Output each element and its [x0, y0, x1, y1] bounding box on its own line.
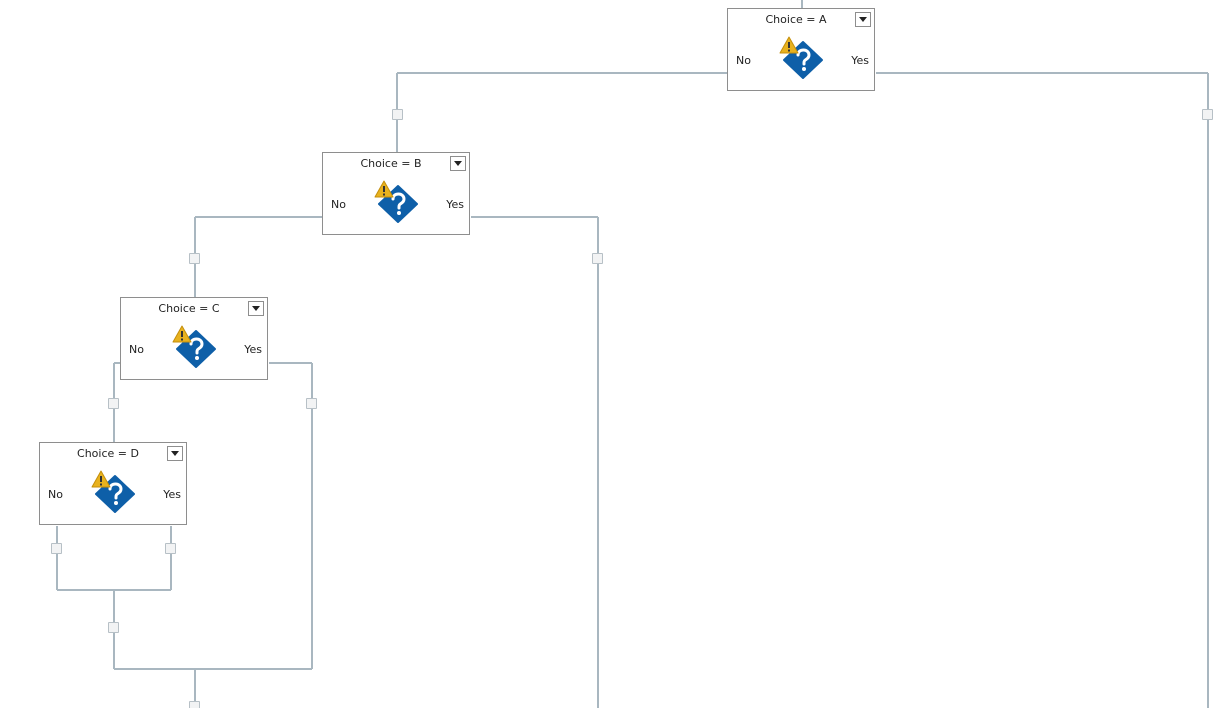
expand-collapse-icon	[252, 306, 260, 311]
warning-icon	[91, 470, 111, 488]
drop-target[interactable]	[592, 253, 603, 264]
drop-target[interactable]	[392, 109, 403, 120]
true-branch-label: Yes	[446, 198, 464, 211]
warning-icon	[172, 325, 192, 343]
drop-target[interactable]	[189, 701, 200, 708]
false-branch-label: No	[331, 198, 346, 211]
drop-target[interactable]	[165, 543, 176, 554]
drop-target[interactable]	[306, 398, 317, 409]
decision-activity[interactable]: Choice = B No Yes	[322, 152, 470, 235]
decision-condition: Choice = B	[360, 157, 422, 170]
true-branch-label: Yes	[163, 488, 181, 501]
false-branch-label: No	[736, 54, 751, 67]
drop-target[interactable]	[1202, 109, 1213, 120]
expand-collapse-icon	[171, 451, 179, 456]
expand-collapse-button[interactable]	[167, 446, 183, 461]
false-branch-label: No	[48, 488, 63, 501]
expand-collapse-icon	[859, 17, 867, 22]
warning-icon	[779, 36, 799, 54]
drop-target[interactable]	[51, 543, 62, 554]
drop-target[interactable]	[189, 253, 200, 264]
true-branch-label: Yes	[244, 343, 262, 356]
expand-collapse-button[interactable]	[450, 156, 466, 171]
false-branch-label: No	[129, 343, 144, 356]
drop-target[interactable]	[108, 622, 119, 633]
flow-decision-icon	[95, 475, 135, 513]
expand-collapse-button[interactable]	[248, 301, 264, 316]
true-branch-label: Yes	[851, 54, 869, 67]
decision-activity[interactable]: Choice = D No Yes	[39, 442, 187, 525]
drop-target[interactable]	[108, 398, 119, 409]
expand-collapse-button[interactable]	[855, 12, 871, 27]
warning-icon	[374, 180, 394, 198]
decision-condition: Choice = C	[158, 302, 220, 315]
decision-activity[interactable]: Choice = C No Yes	[120, 297, 268, 380]
decision-activity[interactable]: Choice = A No Yes	[727, 8, 875, 91]
decision-condition: Choice = A	[765, 13, 827, 26]
decision-condition: Choice = D	[77, 447, 139, 460]
expand-collapse-icon	[454, 161, 462, 166]
flow-decision-icon	[176, 330, 216, 368]
